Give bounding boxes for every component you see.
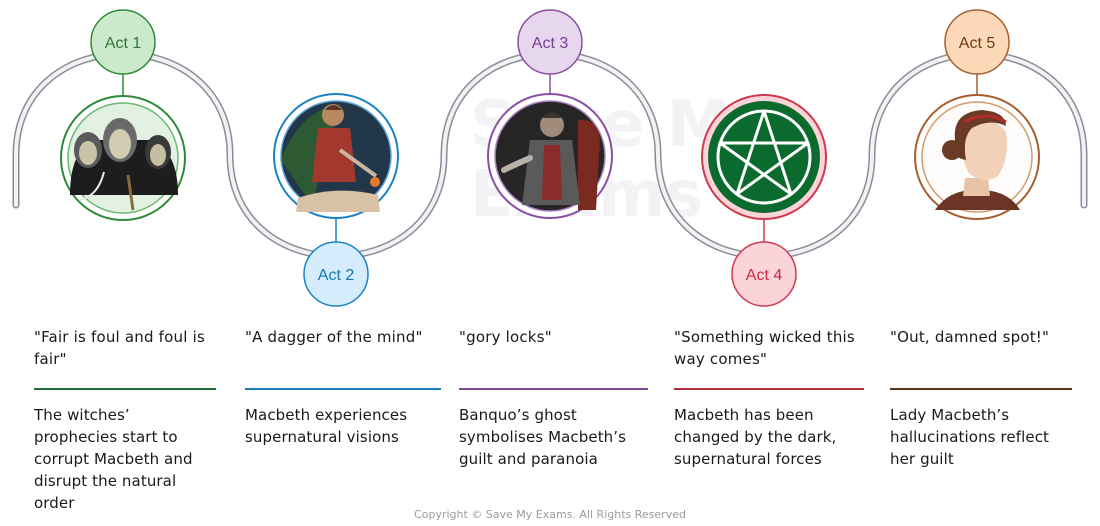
act-3-node: Act 3	[487, 9, 613, 219]
act-2-description: Macbeth experiences supernatural visions	[245, 406, 408, 446]
act-3-label: Act 3	[532, 35, 569, 52]
act-5-column: "Out, damned spot!" Lady Macbeth’s hallu…	[890, 326, 1072, 470]
act-2-quote: "A dagger of the mind"	[245, 328, 423, 346]
act-4-divider	[674, 388, 864, 390]
three-witches-illustration	[70, 118, 178, 211]
act-1-node: Act 1	[60, 9, 186, 221]
act-5-quote: "Out, damned spot!"	[890, 328, 1050, 346]
act-2-divider	[245, 388, 441, 390]
act-3-divider	[459, 388, 648, 390]
act-1-quote: "Fair is foul and foul is fair"	[34, 328, 205, 368]
banquo-ghost-illustration	[501, 112, 600, 210]
act-2-label: Act 2	[318, 267, 355, 284]
act-4-column: "Something wicked this way comes" Macbet…	[674, 326, 864, 470]
act-3-quote: "gory locks"	[459, 328, 552, 346]
macbeth-dagger-illustration	[281, 104, 380, 212]
act-4-label: Act 4	[746, 267, 783, 284]
lady-macbeth-illustration	[935, 110, 1020, 210]
act-1-divider	[34, 388, 216, 390]
act-timeline: Act 1 Act 2 Act 3	[12, 9, 1088, 307]
act-4-description: Macbeth has been changed by the dark, su…	[674, 406, 837, 468]
copyright-notice: Copyright © Save My Exams. All Rights Re…	[414, 508, 686, 521]
act-4-node: Act 4	[701, 94, 827, 307]
act-1-label: Act 1	[105, 35, 142, 52]
act-5-node: Act 5	[914, 9, 1040, 220]
act-2-column: "A dagger of the mind" Macbeth experienc…	[245, 326, 441, 448]
act-5-divider	[890, 388, 1072, 390]
act-2-node: Act 2	[273, 93, 399, 307]
act-1-description: The witches’ prophecies start to corrupt…	[34, 406, 193, 512]
act-4-quote: "Something wicked this way comes"	[674, 328, 855, 368]
pentagram-illustration	[716, 109, 812, 205]
act-3-description: Banquo’s ghost symbolises Macbeth’s guil…	[459, 406, 627, 468]
act-3-column: "gory locks" Banquo’s ghost symbolises M…	[459, 326, 648, 470]
act-5-description: Lady Macbeth’s hallucinations reflect he…	[890, 406, 1050, 468]
act-1-column: "Fair is foul and foul is fair" The witc…	[34, 326, 216, 514]
act-5-label: Act 5	[959, 35, 996, 52]
